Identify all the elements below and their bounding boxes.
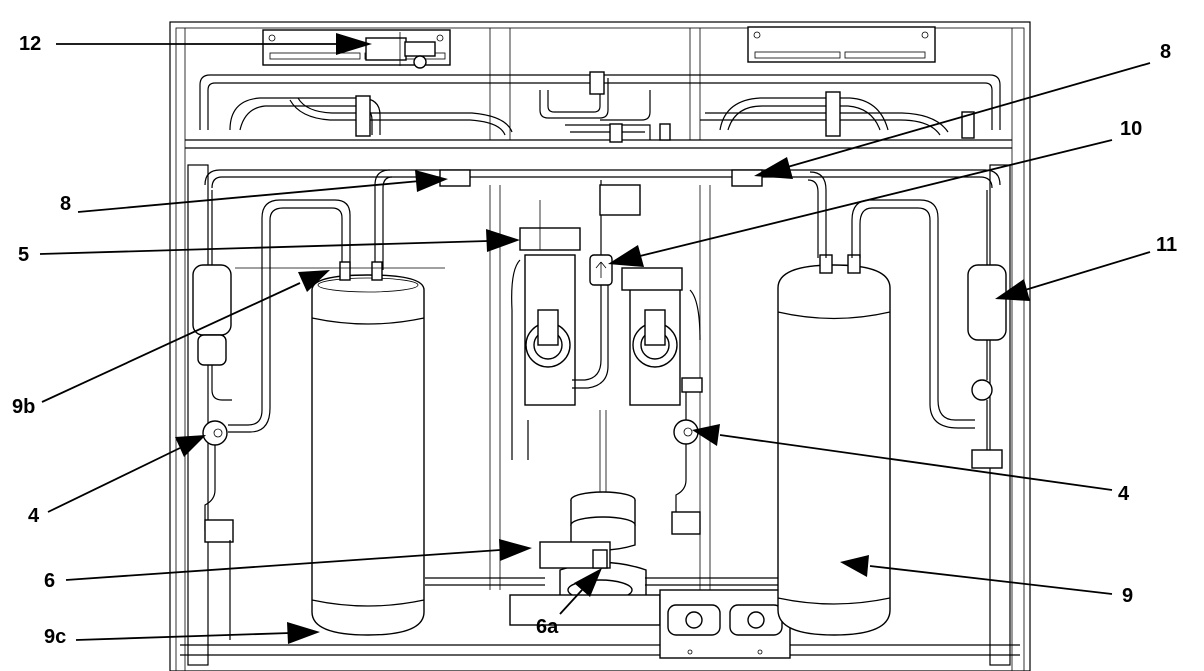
leader-11: [1024, 251, 1151, 291]
arrowhead-10: [608, 245, 644, 267]
left-pipe-loop: [228, 169, 393, 433]
leader-9b: [41, 282, 301, 403]
leader-6a: [559, 589, 583, 615]
callout-6a: 6a: [536, 616, 559, 638]
left-sight-valve: [202, 420, 234, 640]
leader-10: [639, 139, 1113, 257]
callout-11: 11: [1156, 234, 1177, 256]
leader-9c: [75, 632, 291, 641]
center-compressor-right: [621, 267, 701, 406]
leader-4-right: [719, 434, 1113, 491]
arrowhead-6a: [574, 568, 602, 597]
callout-4-right: 4: [1118, 483, 1130, 505]
sensor-12: [365, 32, 436, 69]
left-drier: [192, 190, 232, 401]
leader-lines: [39, 33, 1151, 644]
callout-8-left: 8: [60, 193, 71, 215]
callout-5: 5: [18, 244, 29, 266]
right-sight-valve: [671, 377, 703, 535]
callout-12: 12: [19, 33, 41, 55]
arrowhead-9: [840, 555, 869, 577]
leader-4-left: [47, 447, 181, 513]
callout-10: 10: [1120, 118, 1142, 140]
callout-labels: 12 8 8 10 5 11 9b 4 4 6 9 6a 9c: [12, 33, 1177, 648]
center-compressor-left: [511, 227, 581, 460]
arrowhead-9c: [287, 622, 320, 644]
arrowhead-12: [336, 33, 372, 55]
arrowhead-8-left: [415, 170, 448, 192]
cabinet-frame: [169, 21, 1031, 671]
callout-9b: 9b: [12, 396, 35, 418]
leader-5: [39, 240, 489, 255]
upper-piping: [199, 71, 1001, 143]
left-receiver-tank: [235, 261, 445, 636]
center-motor-assembly: [425, 491, 790, 626]
arrowhead-4-left: [175, 435, 206, 457]
leader-9: [869, 565, 1113, 595]
center-sight-glass: [572, 180, 613, 389]
callout-6: 6: [44, 570, 55, 592]
callout-8-right: 8: [1160, 41, 1171, 63]
right-receiver-tank: [777, 254, 891, 636]
callout-4-left: 4: [28, 505, 40, 527]
callout-9: 9: [1122, 585, 1133, 607]
right-pipe-loop: [807, 171, 975, 429]
arrowhead-11: [995, 279, 1030, 301]
right-filter-drier: [967, 190, 1007, 469]
callout-9c: 9c: [44, 626, 66, 648]
lower-manifold: [204, 169, 1001, 189]
leader-8-right: [783, 62, 1151, 169]
arrowhead-5: [486, 229, 520, 252]
leader-8-left: [77, 180, 421, 213]
bottom-junction-box: [659, 589, 791, 659]
leader-6: [65, 549, 501, 581]
top-bracket-right: [747, 26, 936, 63]
arrowhead-8-right: [754, 157, 793, 179]
arrowhead-6: [499, 539, 532, 561]
arrowhead-4-right: [692, 424, 720, 446]
arrowhead-9b: [298, 270, 330, 292]
